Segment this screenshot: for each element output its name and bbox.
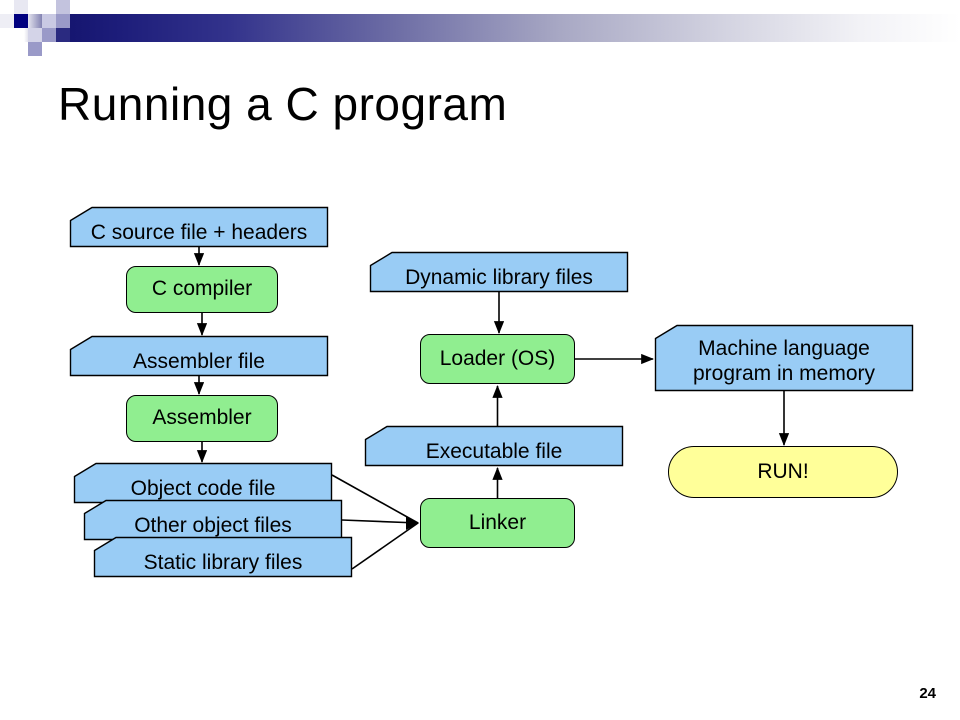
node-dynamic-library: Dynamic library files bbox=[369, 251, 629, 293]
node-label-linker: Linker bbox=[468, 510, 527, 534]
mosaic-square-2 bbox=[0, 14, 14, 28]
header-gradient-bar bbox=[0, 14, 960, 42]
mosaic-square-0 bbox=[14, 0, 28, 14]
data-shape-outline bbox=[69, 335, 329, 377]
node-other-object: Other object files bbox=[83, 499, 343, 541]
node-object-code: Object code file bbox=[73, 462, 333, 504]
data-shape-outline bbox=[93, 536, 353, 578]
mosaic-square-1 bbox=[56, 0, 70, 14]
node-loader: Loader (OS) bbox=[420, 334, 575, 384]
node-linker: Linker bbox=[420, 498, 575, 548]
node-static-library: Static library files bbox=[93, 536, 353, 578]
node-label-loader: Loader (OS) bbox=[439, 346, 556, 370]
mosaic-square-3 bbox=[14, 14, 28, 28]
mosaic-square-6 bbox=[28, 28, 42, 42]
edge-object-code-to-linker bbox=[331, 474, 419, 524]
edge-static-library-to-linker bbox=[351, 522, 419, 570]
node-c-source: C source file + headers bbox=[69, 206, 329, 248]
node-label-c-compiler: C compiler bbox=[151, 277, 253, 301]
page-title: Running a C program bbox=[58, 78, 508, 130]
node-c-compiler: C compiler bbox=[126, 266, 278, 313]
mosaic-square-8 bbox=[56, 28, 70, 42]
edge-other-object-to-linker bbox=[341, 517, 419, 528]
node-label-run: RUN! bbox=[757, 459, 809, 483]
mosaic-square-4 bbox=[42, 14, 56, 28]
data-shape-outline bbox=[83, 499, 343, 541]
page-number: 24 bbox=[919, 685, 936, 702]
data-shape-outline bbox=[364, 425, 624, 467]
node-label-assembler: Assembler bbox=[152, 406, 252, 430]
mosaic-square-9 bbox=[28, 42, 42, 56]
data-shape-outline bbox=[369, 251, 629, 293]
node-executable-file: Executable file bbox=[364, 425, 624, 467]
node-run: RUN! bbox=[668, 446, 898, 498]
data-shape-outline bbox=[654, 324, 914, 392]
data-shape-outline bbox=[73, 462, 333, 504]
node-assembler: Assembler bbox=[126, 395, 278, 442]
mosaic-square-7 bbox=[42, 28, 56, 42]
mosaic-square-5 bbox=[56, 14, 70, 28]
arrowhead-into-linker bbox=[406, 516, 419, 530]
data-shape-outline bbox=[69, 206, 329, 248]
node-assembler-file: Assembler file bbox=[69, 335, 329, 377]
